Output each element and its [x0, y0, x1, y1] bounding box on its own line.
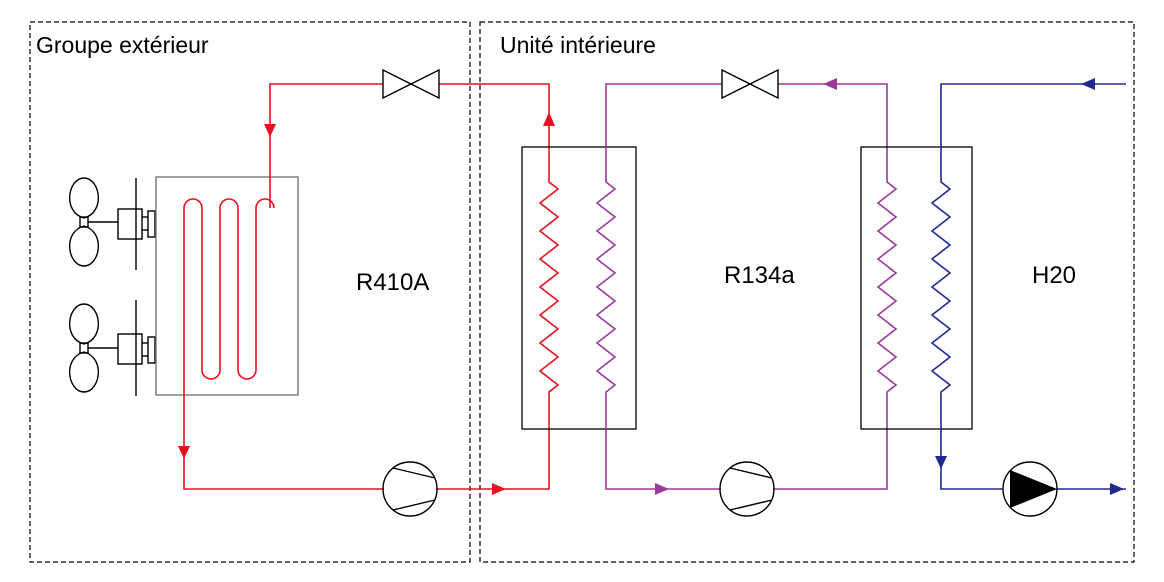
pump-icon	[1002, 461, 1058, 517]
heat-exchanger-1	[521, 146, 637, 430]
compressor-icon	[382, 461, 438, 517]
r410a-pipe-to-hx1	[439, 83, 550, 148]
hx1-r410a-coil	[538, 148, 560, 428]
flow-arrow-icon	[178, 446, 190, 459]
fluid-label-r410a: R410A	[356, 269, 429, 296]
hx2-r134a-coil	[876, 148, 898, 428]
expansion-valve-icon	[721, 68, 779, 100]
outdoor-coil-housing	[155, 176, 299, 396]
fluid-label-water: H20	[1032, 262, 1076, 289]
flow-arrow-icon	[935, 456, 947, 469]
r134a-pipe-bottom	[605, 428, 721, 490]
motor-icon	[88, 208, 156, 240]
flow-arrow-icon	[1110, 483, 1124, 495]
r410a-pipe-bottom	[183, 410, 384, 490]
flow-arrow-icon	[1081, 78, 1095, 90]
water-pipe-inlet	[940, 83, 1126, 148]
water-pipe-outlet	[940, 428, 1003, 490]
r134a-pipe-top-right	[778, 83, 888, 148]
r134a-pipe-bottom-right	[773, 428, 888, 490]
flow-arrow-icon	[823, 78, 837, 90]
hx1-r134a-coil	[595, 148, 617, 428]
expansion-valve-icon	[382, 68, 440, 100]
indoor-unit-label: Unité intérieure	[500, 32, 656, 58]
outdoor-unit-label: Groupe extérieur	[36, 32, 209, 58]
fluid-label-r134a: R134a	[724, 262, 795, 289]
flow-arrow-icon	[655, 483, 669, 495]
r410a-pipe-top	[269, 83, 383, 208]
indoor-unit-boundary	[479, 21, 1135, 563]
compressor-icon	[719, 461, 775, 517]
hx2-water-coil	[930, 148, 952, 428]
outdoor-unit-boundary	[29, 21, 471, 563]
r410a-pipe-return	[436, 428, 550, 490]
r134a-pipe-top	[605, 83, 722, 148]
fan-icon	[68, 303, 100, 393]
flow-arrow-icon	[543, 112, 555, 126]
outdoor-coil	[183, 198, 275, 410]
flow-arrow-icon	[492, 483, 506, 495]
motor-icon	[88, 333, 156, 365]
flow-arrow-icon	[264, 124, 276, 137]
heat-exchanger-2	[860, 146, 973, 430]
